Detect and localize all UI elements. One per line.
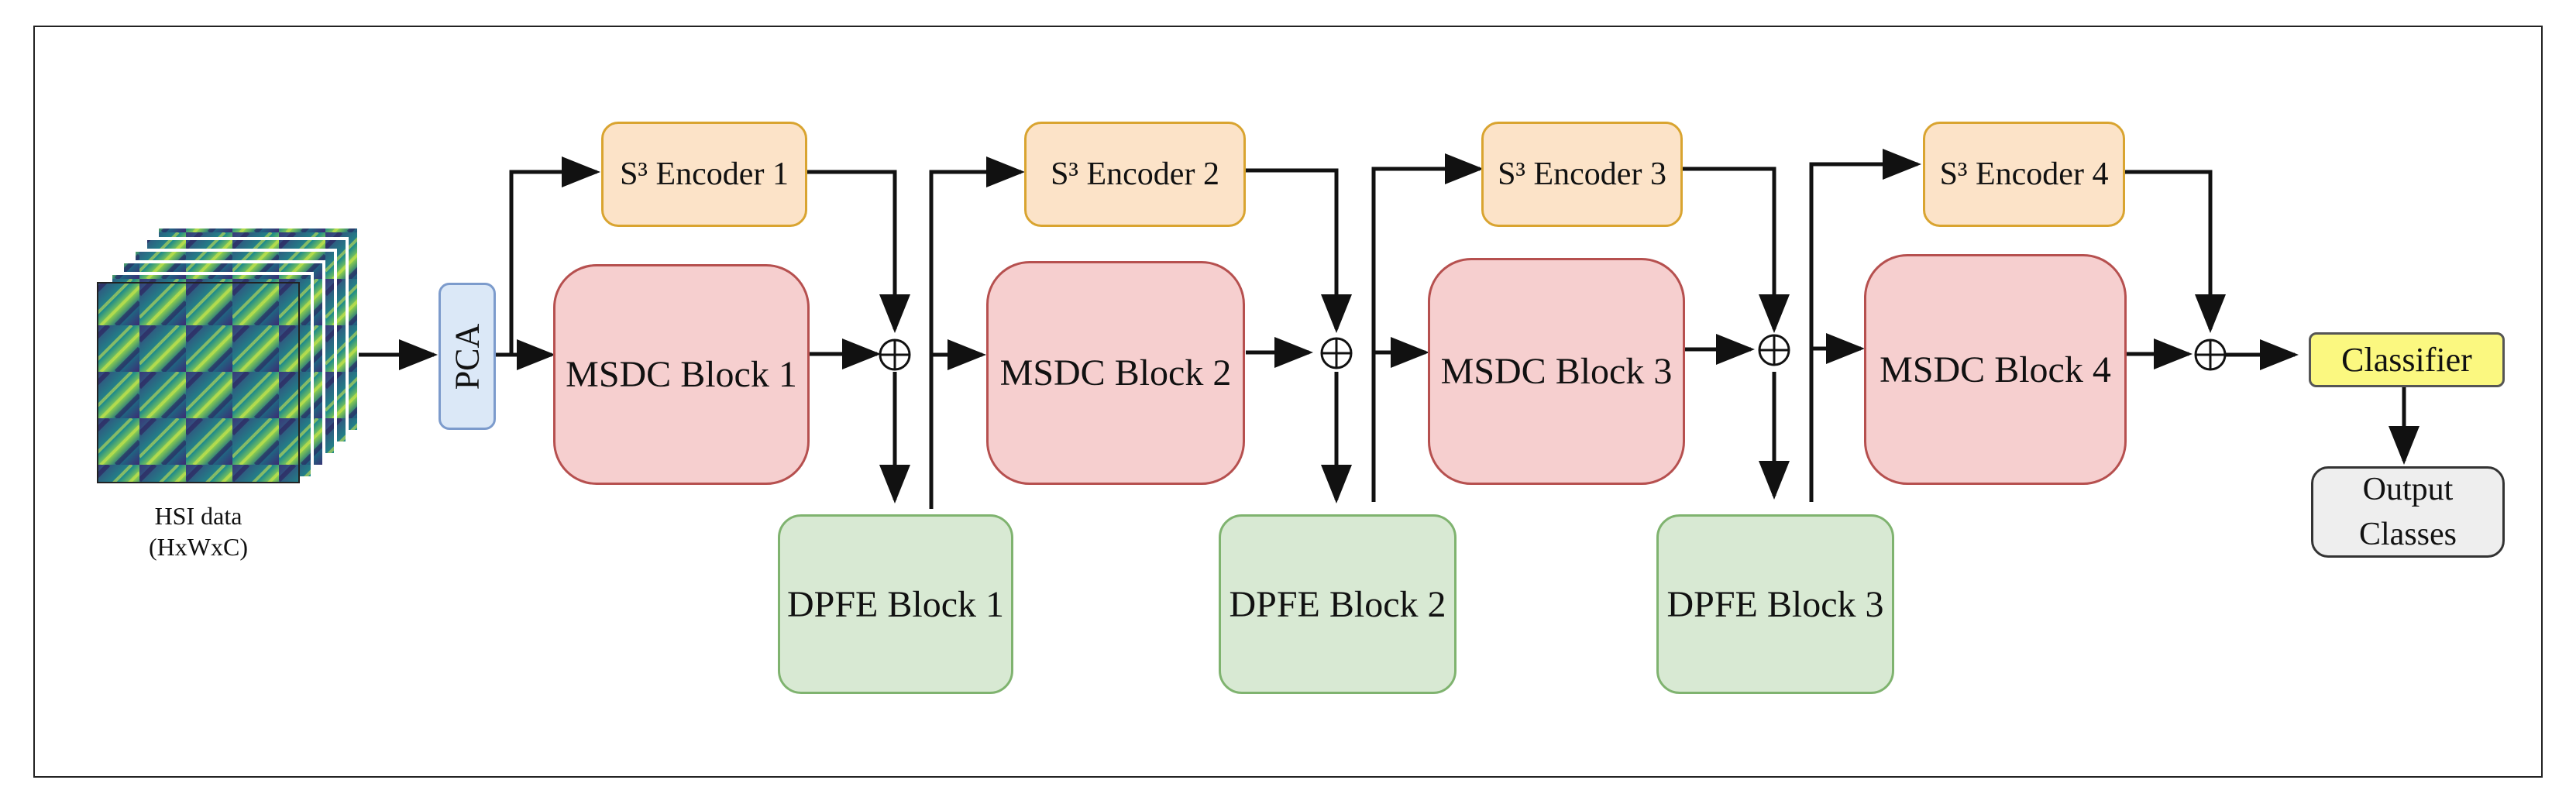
sum-node-3 [1758,334,1790,366]
s3-encoder-1-label: S³ Encoder 1 [620,156,789,192]
edge-enc1-sum1 [807,170,910,333]
s3-encoder-3: S³ Encoder 3 [1481,122,1683,227]
msdc-block-3-label: MSDC Block 3 [1440,351,1673,392]
msdc-block-3: MSDC Block 3 [1428,258,1685,485]
edge-enc4-sum4 [2125,170,2226,333]
edge-dpfe3-msdc4 [1809,333,1865,502]
msdc-block-1: MSDC Block 1 [553,264,810,485]
edge-enc2-sum2 [1246,168,1352,333]
dpfe-block-1-label: DPFE Block 1 [786,583,1005,625]
dpfe-block-2: DPFE Block 2 [1219,514,1457,694]
edge-enc3-sum3 [1683,167,1790,333]
hsi-data-label-line1: HSI data [154,502,242,530]
s3-encoder-2-label: S³ Encoder 2 [1051,156,1219,192]
msdc-block-4-label: MSDC Block 4 [1880,349,2111,390]
edge-dpfe2-msdc3 [1371,337,1429,502]
s3-encoder-3-label: S³ Encoder 3 [1498,156,1666,192]
sum-node-4 [2194,338,2227,371]
hsi-data-cube [97,225,360,483]
s3-encoder-4: S³ Encoder 4 [1923,122,2125,227]
classifier-block: Classifier [2309,332,2505,387]
hsi-data-label: HSI data (HxWxC) [129,500,268,562]
pca-label: PCA [448,323,487,390]
dpfe-block-3: DPFE Block 3 [1656,514,1894,694]
figure-frame [33,26,2543,778]
pca-block: PCA [439,283,496,430]
msdc-block-2: MSDC Block 2 [986,261,1245,485]
s3-encoder-4-label: S³ Encoder 4 [1939,156,2109,192]
msdc-block-4: MSDC Block 4 [1864,254,2127,485]
dpfe-block-1: DPFE Block 1 [778,514,1013,694]
sum-node-2 [1320,337,1353,369]
dpfe-block-2-label: DPFE Block 2 [1229,583,1446,625]
msdc-block-2-label: MSDC Block 2 [999,352,1232,393]
s3-encoder-1: S³ Encoder 1 [601,122,807,227]
edge-dpfe2-enc3 [1371,153,1484,352]
hsi-data-label-line2: (HxWxC) [149,533,248,561]
edge-pca-enc1 [509,156,600,355]
edge-dpfe1-enc2 [929,156,1025,355]
classifier-label: Classifier [2341,341,2472,379]
s3-encoder-2: S³ Encoder 2 [1024,122,1246,227]
msdc-block-1-label: MSDC Block 1 [566,354,797,395]
dpfe-block-3-label: DPFE Block 3 [1666,583,1884,625]
output-label-line1: Output [2362,472,2454,507]
output-label-line2: Classes [2359,517,2457,552]
sum-node-1 [879,338,911,371]
edge-dpfe1-msdc2 [929,339,986,509]
output-classes-block: Output Classes [2311,466,2505,558]
edge-dpfe3-enc4 [1809,149,1921,349]
